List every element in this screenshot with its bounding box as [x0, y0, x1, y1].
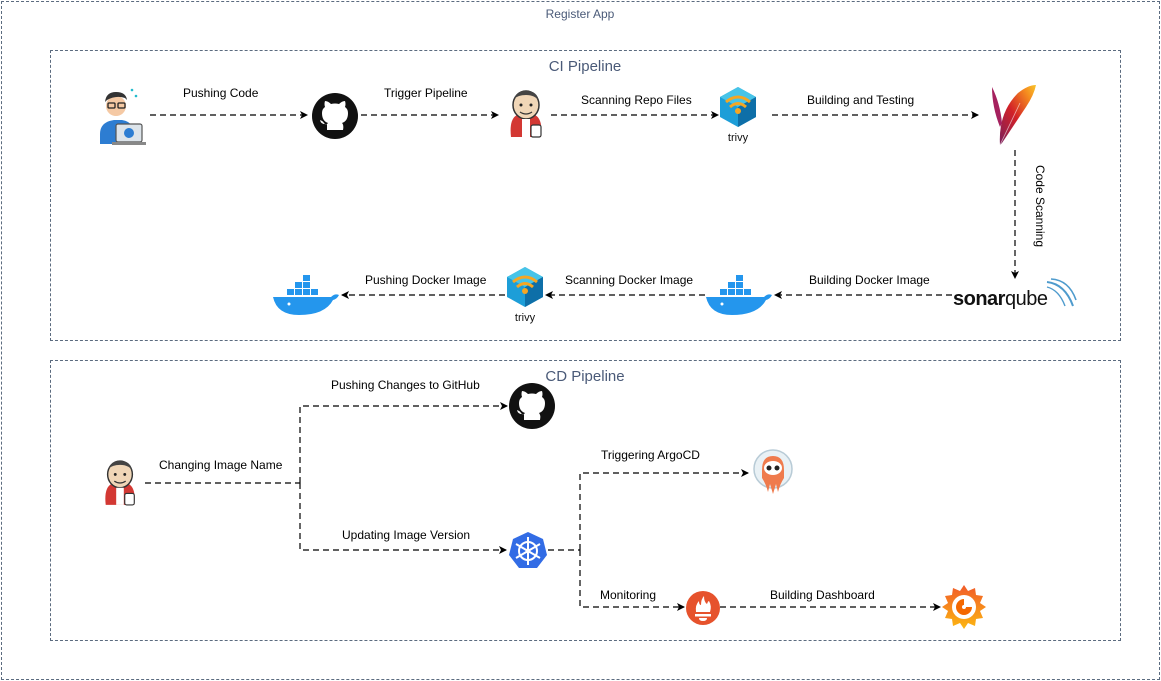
- sonarqube-wordmark: sonarqube: [953, 288, 1048, 310]
- kubernetes-icon: [509, 532, 547, 568]
- edge-update-version: [299, 483, 507, 554]
- edge-trigger-argo: [579, 469, 749, 550]
- label-scanning-docker-image: Scanning Docker Image: [565, 273, 694, 287]
- label-updating-image-version: Updating Image Version: [342, 528, 471, 542]
- trivy-wordmark: trivy: [515, 312, 536, 324]
- label-pushing-changes: Pushing Changes to GitHub: [331, 378, 480, 392]
- github-icon: [312, 93, 358, 139]
- label-building-testing: Building and Testing: [807, 93, 915, 107]
- cd-pipeline-group: [50, 360, 1121, 641]
- label-building-dashboard: Building Dashboard: [770, 588, 875, 602]
- docker-icon: [273, 275, 339, 315]
- trivy-icon: trivy: [507, 267, 543, 324]
- sonarqube-icon: sonarqube: [953, 278, 1077, 312]
- label-monitoring: Monitoring: [600, 588, 657, 602]
- ci-pipeline-group: [50, 50, 1121, 341]
- label-building-docker-image: Building Docker Image: [809, 273, 930, 287]
- edge-push-changes: [299, 402, 508, 483]
- label-code-scanning: Code Scanning: [1033, 164, 1048, 248]
- trivy-icon: trivy: [720, 87, 756, 144]
- label-trigger-pipeline: Trigger Pipeline: [384, 86, 468, 100]
- trivy-wordmark: trivy: [728, 132, 749, 144]
- label-pushing-docker-image: Pushing Docker Image: [365, 273, 487, 287]
- argocd-icon: [753, 449, 793, 494]
- label-pushing-code: Pushing Code: [183, 86, 259, 100]
- github-icon: [509, 383, 555, 429]
- docker-icon: [706, 275, 772, 315]
- label-triggering-argocd: Triggering ArgoCD: [601, 448, 700, 462]
- label-scanning-repo: Scanning Repo Files: [581, 93, 692, 107]
- cd-pipeline-title: CD Pipeline: [545, 368, 625, 385]
- prometheus-icon: [686, 591, 720, 625]
- ci-pipeline-title: CI Pipeline: [548, 58, 622, 75]
- jenkins-icon: [510, 90, 542, 138]
- maven-feather-icon: [992, 85, 1036, 146]
- sonarqube-waves: [1046, 278, 1077, 307]
- developer-icon: [100, 88, 146, 145]
- grafana-icon: [942, 585, 986, 629]
- register-app-title: Register App: [545, 7, 615, 21]
- jenkins-icon: [105, 460, 135, 506]
- label-changing-image-name: Changing Image Name: [159, 458, 283, 472]
